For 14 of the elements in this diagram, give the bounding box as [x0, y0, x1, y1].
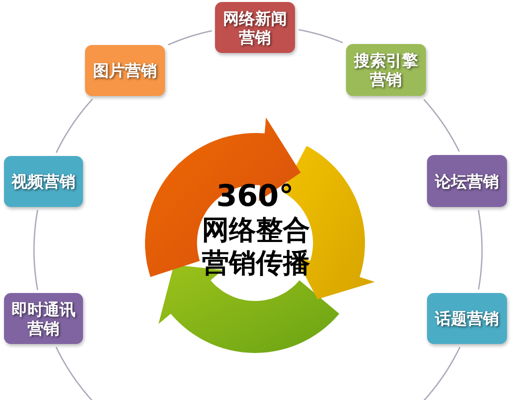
marketing-box: 图片营销 — [85, 45, 165, 96]
connector-arc — [33, 210, 38, 290]
marketing-box: 论坛营销 — [427, 155, 507, 207]
connector-arc — [298, 29, 343, 44]
connector-arc — [478, 210, 483, 290]
marketing-box: 网络新闻营销 — [215, 2, 295, 53]
marketing-box: 视频营销 — [4, 156, 83, 207]
connector-arc — [423, 99, 460, 152]
marketing-box: 话题营销 — [427, 293, 507, 344]
connector-arc — [56, 98, 94, 153]
marketing-box: 即时通讯营销 — [4, 293, 83, 344]
degree-label: 360° — [215, 180, 295, 214]
connector-arc — [168, 30, 212, 46]
marketing-box: 搜索引擎营销 — [346, 44, 426, 96]
